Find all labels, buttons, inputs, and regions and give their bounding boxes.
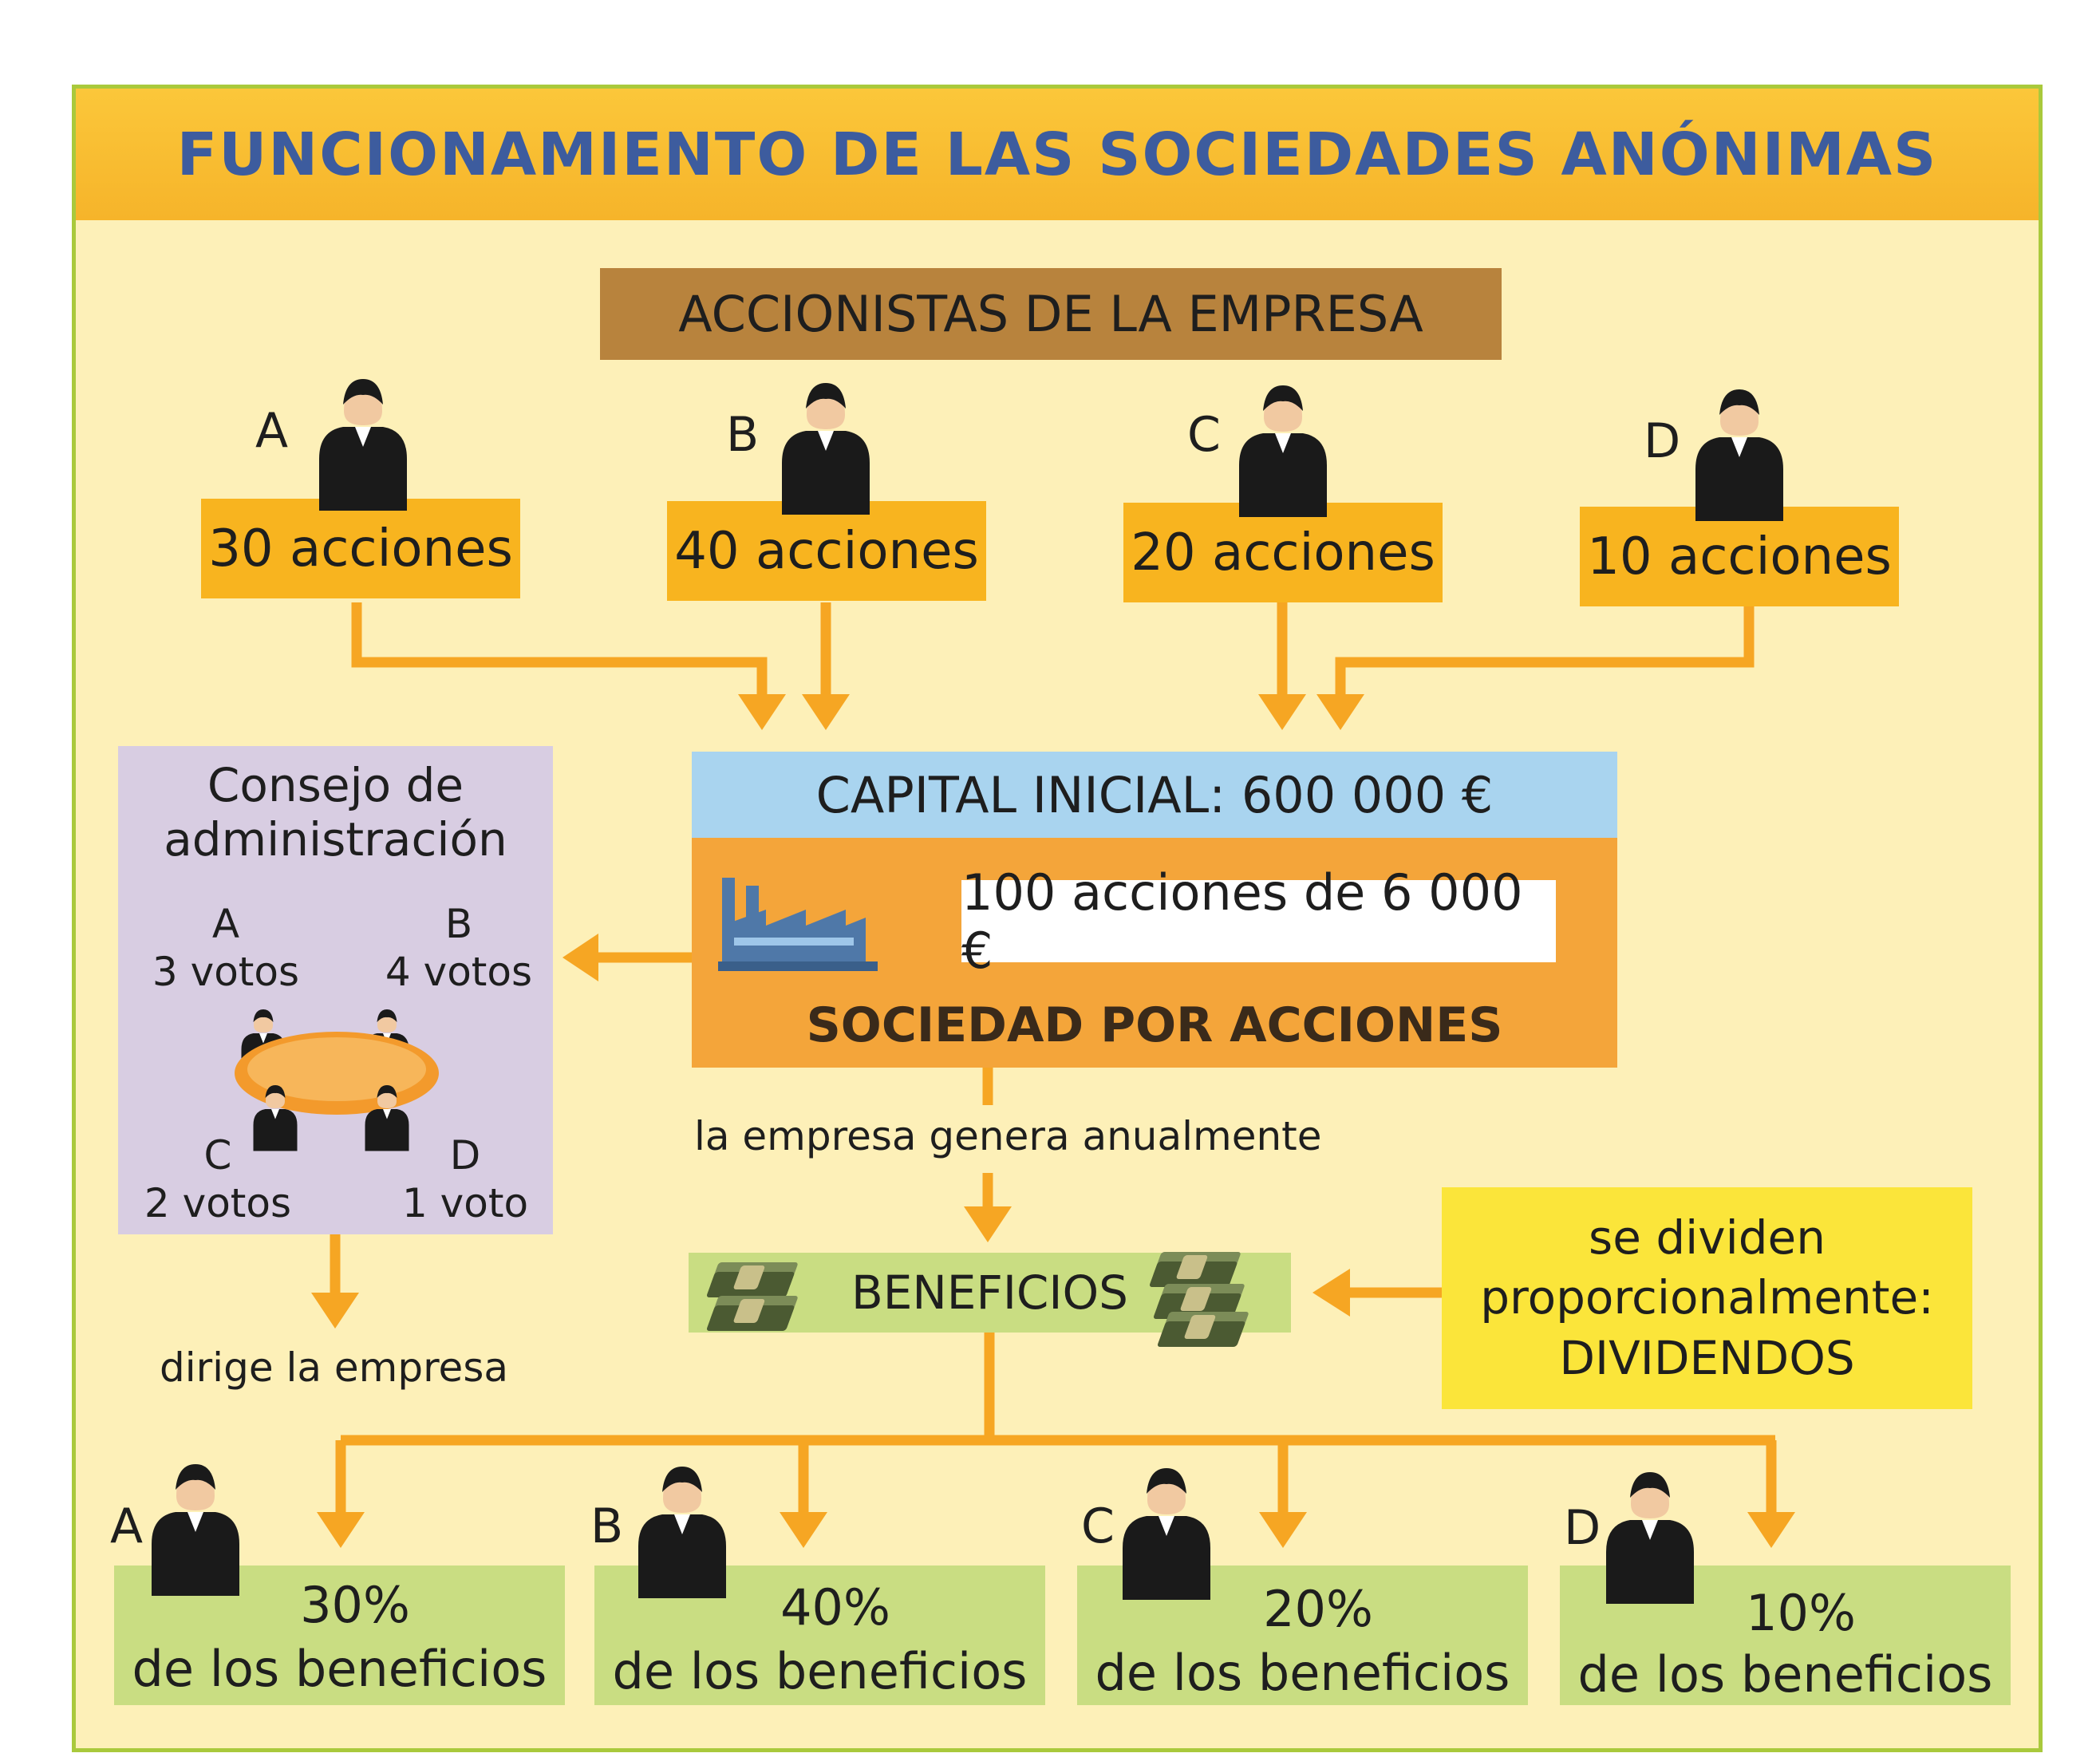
shareholder-letter-a: A	[255, 403, 289, 459]
dividend-a-icon	[152, 1464, 239, 1596]
sociedad-label: SOCIEDAD POR ACCIONES	[806, 997, 1503, 1053]
consejo-votes-b-text: 4 votos	[385, 949, 533, 995]
consejo-votes-a: A 3 votos	[142, 900, 310, 996]
shares-box-c: 20 acciones	[1123, 503, 1443, 602]
consejo-letter-b: B	[444, 901, 473, 947]
shareholder-b-icon	[782, 383, 870, 515]
arrowheads	[311, 694, 1795, 1548]
dividend-text-b: de los beneficios	[612, 1642, 1028, 1700]
consejo-box	[118, 746, 553, 1234]
consejo-votes-b: B 4 votos	[375, 900, 543, 996]
page-title: FUNCIONAMIENTO DE LAS SOCIEDADES ANÓNIMA…	[176, 120, 1938, 189]
dividend-b-icon	[638, 1467, 726, 1598]
dividen-line1: se dividen	[1589, 1210, 1826, 1265]
dividend-pct-c: 20%	[1263, 1580, 1373, 1638]
dividend-letter-a: A	[110, 1498, 144, 1554]
shares-box-d: 10 acciones	[1580, 507, 1899, 606]
beneficios-label: BENEFICIOS	[851, 1265, 1128, 1320]
consejo-letter-d: D	[449, 1132, 481, 1179]
money-left-icon	[705, 1262, 799, 1331]
dividend-text-a: de los beneficios	[132, 1640, 547, 1698]
consejo-letter-a: A	[211, 901, 240, 947]
genera-label: la empresa genera anualmente	[694, 1113, 1322, 1159]
shareholder-letter-b: B	[726, 407, 760, 463]
dividend-text-d: de los beneficios	[1577, 1645, 1993, 1704]
arrow-d-capital	[1335, 606, 1755, 702]
dividend-text-c: de los beneficios	[1095, 1644, 1510, 1702]
arrow-a-capital	[351, 602, 768, 702]
dirige-label: dirige la empresa	[160, 1344, 509, 1391]
capital-inicial-box: CAPITAL INICIAL: 600 000 €	[692, 752, 1617, 838]
consejo-votes-d-text: 1 voto	[401, 1180, 529, 1226]
shareholder-d-icon	[1695, 389, 1783, 521]
dividen-line2: proporcionalmente:	[1480, 1270, 1934, 1325]
shareholder-letter-c: C	[1187, 407, 1221, 463]
dividend-pct-b: 40%	[780, 1578, 890, 1637]
dividend-letter-d: D	[1564, 1500, 1601, 1556]
dividend-letter-b: B	[590, 1498, 624, 1554]
dividend-d-icon	[1606, 1472, 1694, 1604]
meeting-table-icon	[235, 1009, 439, 1151]
consejo-votes-c-text: 2 votos	[144, 1180, 292, 1226]
dividend-pct-a: 30%	[300, 1576, 410, 1634]
consejo-votes-c: C 2 votos	[134, 1131, 302, 1227]
shares-box-b: 40 acciones	[667, 501, 986, 601]
consejo-title-line1: Consejo de	[207, 758, 464, 812]
arrows	[330, 602, 1777, 1516]
title-band	[76, 89, 2039, 220]
dividen-box: se dividen proporcionalmente: DIVIDENDOS	[1442, 1187, 1972, 1409]
shareholder-a-icon	[319, 379, 407, 511]
shareholder-c-icon	[1239, 385, 1327, 517]
shareholder-letter-d: D	[1644, 413, 1681, 469]
consejo-votes-d: D 1 voto	[381, 1131, 549, 1227]
money-right-icon	[1148, 1252, 1249, 1347]
consejo-letter-c: C	[203, 1132, 232, 1179]
dividend-c-icon	[1123, 1468, 1210, 1600]
consejo-title: Consejo de administración	[118, 758, 553, 867]
consejo-title-line2: administración	[164, 812, 507, 867]
accionistas-header: ACCIONISTAS DE LA EMPRESA	[600, 268, 1502, 360]
dividen-line3: DIVIDENDOS	[1559, 1330, 1855, 1385]
dividend-letter-c: C	[1081, 1498, 1115, 1554]
factory-icon	[718, 878, 878, 971]
consejo-votes-a-text: 3 votos	[152, 949, 300, 995]
dividend-pct-d: 10%	[1746, 1584, 1856, 1642]
shares-box-a: 30 acciones	[201, 499, 520, 598]
